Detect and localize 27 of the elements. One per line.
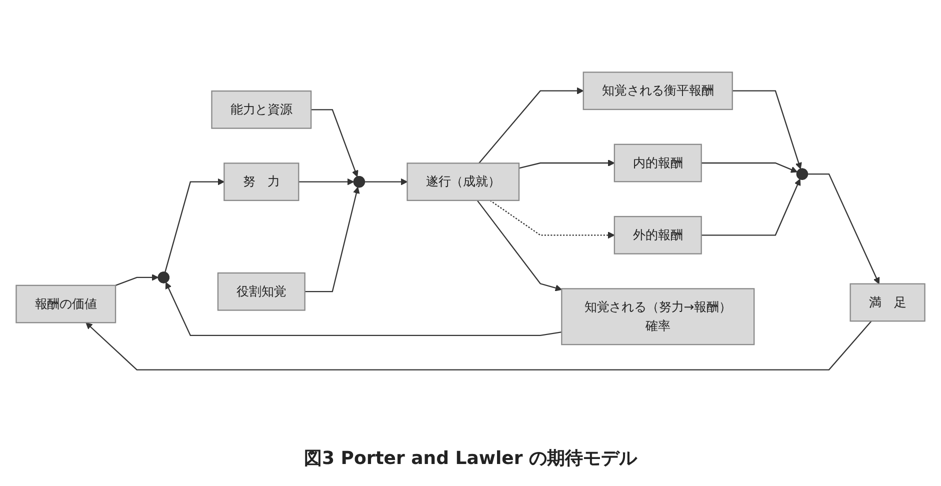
arrow	[490, 200, 615, 239]
arrow	[115, 274, 158, 286]
arrow	[364, 178, 408, 186]
node-box: 努 力	[224, 162, 300, 202]
arrow	[808, 173, 880, 284]
arrow	[165, 282, 562, 336]
figure-caption: 図3 Porter and Lawler の期待モデル	[304, 447, 638, 470]
arrow	[518, 160, 615, 169]
arrow	[476, 200, 562, 292]
arrow	[701, 162, 798, 173]
node-box: 知覚される衡平報酬	[582, 72, 733, 110]
node-box: 役割知覚	[217, 272, 306, 311]
arrow	[164, 178, 224, 272]
arrow	[86, 320, 872, 370]
arrow	[732, 90, 802, 170]
arrow	[311, 109, 358, 178]
arrow	[701, 178, 801, 236]
node-box: 内的報酬	[614, 144, 702, 182]
node-box: 外的報酬	[614, 216, 702, 254]
node-box: 遂行（成就）	[406, 162, 520, 202]
arrow	[298, 178, 354, 186]
arrow	[478, 87, 584, 164]
node-box: 知覚される（努力→報酬）確率	[561, 288, 755, 346]
node-box: 報酬の価値	[16, 284, 116, 324]
node-box: 能力と資源	[211, 90, 312, 129]
arrow	[304, 186, 360, 292]
node-box: 満 足	[850, 283, 926, 322]
